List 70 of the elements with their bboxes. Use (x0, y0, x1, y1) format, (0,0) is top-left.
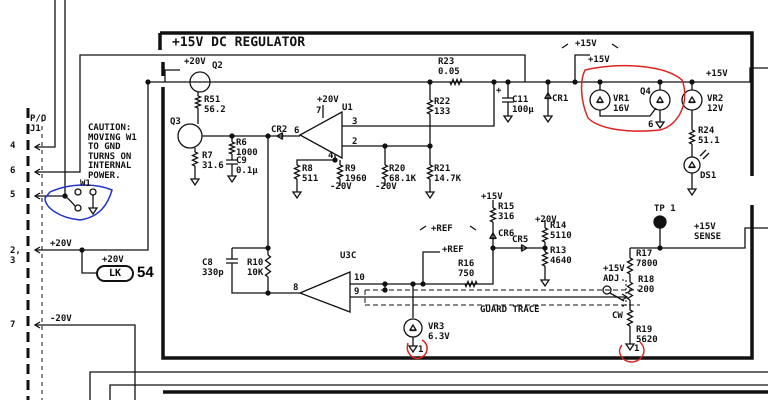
component-label: R19 5620 (636, 326, 659, 344)
component-label: CR2 (271, 126, 288, 136)
component-label: +20V (184, 58, 206, 68)
component-label: 8 (293, 284, 298, 294)
component-label: R13 4640 (550, 247, 573, 266)
component-label: U1 (342, 104, 353, 114)
component-label: +15V ADJ (603, 265, 626, 284)
component-label: 9 (354, 288, 360, 298)
component-label: 5 (10, 191, 16, 200)
component-label: U3C (340, 252, 356, 262)
component-label: 6 (294, 127, 300, 136)
component-label: + (496, 87, 502, 96)
component-label: R6 1000 (236, 139, 259, 158)
component-label: R7 31.6 (202, 152, 225, 171)
component-label: C8 330p (202, 259, 225, 278)
component-label: +15V (481, 193, 503, 202)
component-label: +15V (588, 56, 610, 66)
component-label: R18 200 (638, 276, 656, 295)
component-label: VR3 6.3V (428, 323, 451, 342)
component-label: TP 1 (654, 205, 676, 214)
component-label: +15V (706, 70, 728, 80)
component-label: R9 1960 (345, 165, 368, 184)
component-label: +REF (442, 246, 464, 256)
component-label: 2 (352, 138, 358, 148)
component-label: CW (612, 312, 623, 322)
component-label: R23 0.05 (438, 58, 461, 77)
component-label: 7 (10, 321, 16, 330)
component-label: 2, 3 (10, 247, 22, 266)
component-label: R10 10K (247, 259, 264, 278)
component-label: R20 68.1K (389, 165, 418, 184)
component-label: 7 (316, 107, 322, 116)
diagram-title: +15V DC REGULATOR (172, 35, 306, 50)
component-label: -20V (375, 183, 397, 192)
component-label: Q2 (212, 62, 223, 72)
component-label: 1 (634, 345, 640, 354)
component-label: VR2 12V (707, 95, 724, 114)
component-label: +20V (317, 96, 339, 106)
component-label: R24 51.1 (698, 127, 721, 146)
component-label: R15 316 (498, 203, 516, 222)
component-label: R14 5110 (550, 222, 573, 241)
caution-note: CAUTION: MOVING W1 TO GND TURNS ON INTERNAL POWER. (88, 124, 138, 180)
connector-label: LK (108, 268, 122, 279)
component-label: +15V (575, 40, 597, 50)
component-label: 6 (648, 121, 654, 130)
component-label: +20V (102, 256, 124, 266)
component-label: VR1 16V (613, 95, 630, 114)
component-label: -20V (50, 315, 72, 324)
component-label: 6 (10, 167, 16, 176)
component-label: R51 56.2 (204, 96, 227, 115)
component-label: +REF (431, 225, 453, 234)
component-label: -20V (330, 183, 352, 192)
component-label: CR5 (512, 236, 528, 246)
component-label: R8 511 (302, 165, 320, 184)
component-label: R21 14.7K (434, 165, 462, 184)
guard-trace-label: GUARD TRACE (480, 306, 540, 316)
component-label: +15V SENSE (694, 223, 722, 242)
component-label: Q3 (170, 118, 181, 128)
component-label: 1 (418, 346, 424, 356)
component-label: 4 (10, 142, 16, 152)
component-label: Q4 (640, 88, 651, 98)
component-label: R22 133 (434, 98, 452, 117)
component-label: +20V (50, 240, 72, 250)
component-label: CR1 (552, 95, 568, 104)
component-label: 10 (354, 274, 365, 284)
component-label: DS1 (700, 172, 716, 182)
component-label: C11 100µ (512, 96, 535, 115)
component-label: R16 750 (458, 260, 476, 279)
connector-number: 54 (137, 264, 154, 281)
component-label: R17 7800 (636, 250, 659, 269)
component-label: 3 (352, 118, 358, 128)
